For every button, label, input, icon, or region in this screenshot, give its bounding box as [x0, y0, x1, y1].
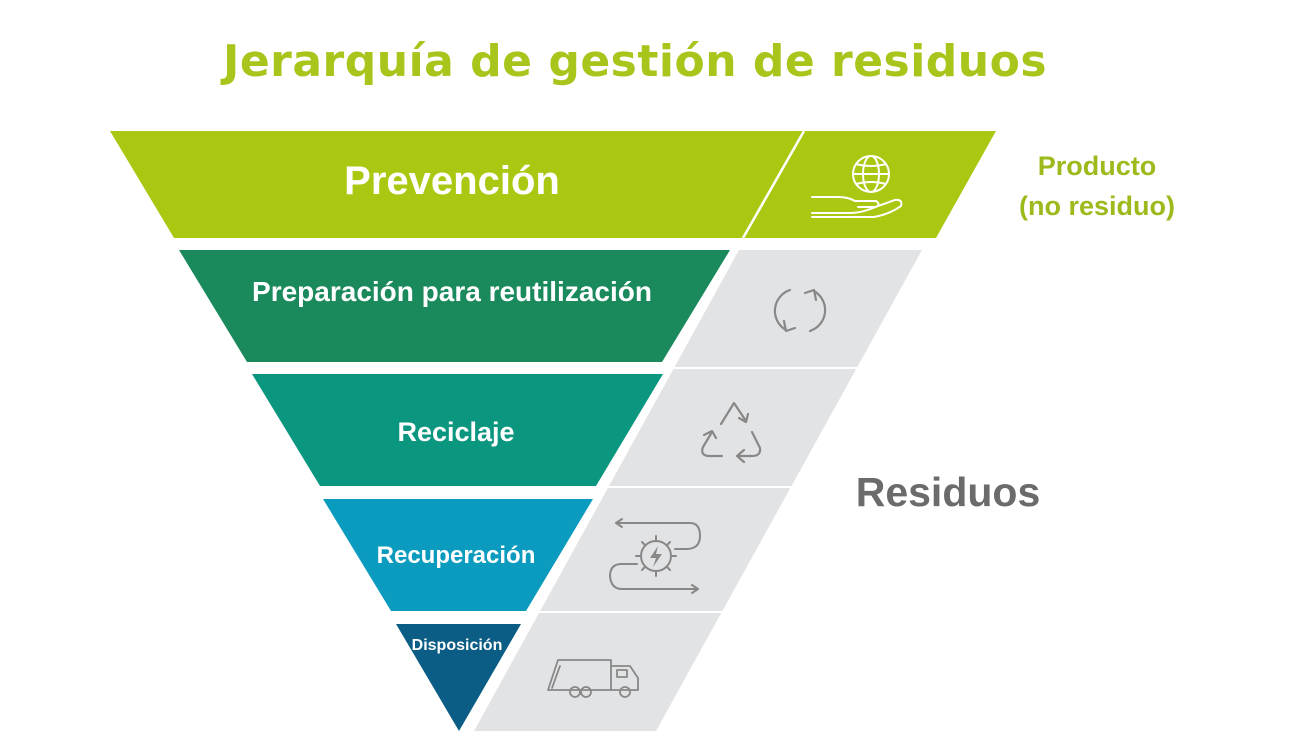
energy-recovery-gear-icon [609, 518, 701, 594]
level-label-recuperacion: Recuperación [377, 542, 536, 569]
level-prevencion-band [110, 131, 996, 238]
level-reciclaje-band [252, 374, 663, 486]
level-recuperacion-band [323, 499, 593, 611]
level-label-disposicion: Disposición [412, 637, 503, 654]
level-preparacion-band [179, 250, 730, 362]
level-disposicion-band [396, 624, 521, 731]
reuse-cycle-icon [773, 288, 827, 333]
recycle-icon [701, 401, 762, 464]
garbage-truck-icon [547, 659, 639, 698]
waste-band [474, 250, 922, 731]
level-label-prevencion: Prevención [344, 159, 560, 203]
product-label-line2: (no residuo) [1019, 191, 1175, 221]
waste-label: Residuos [856, 469, 1041, 515]
level-label-preparacion: Preparación para reutilización [252, 276, 652, 307]
product-label-line1: Producto [1038, 151, 1157, 181]
level-label-reciclaje: Reciclaje [397, 417, 514, 447]
hand-globe-icon [811, 155, 903, 218]
prevencion-divider [741, 130, 806, 239]
page-title: Jerarquía de gestión de residuos [220, 36, 1047, 87]
